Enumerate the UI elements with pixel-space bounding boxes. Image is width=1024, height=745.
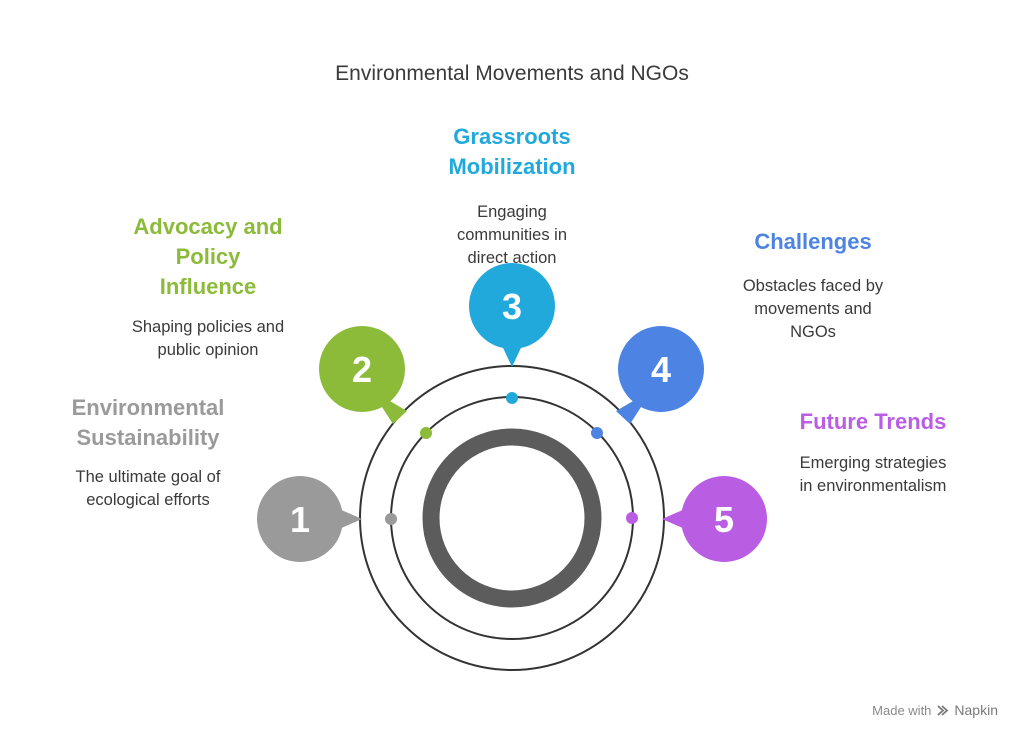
- center-ring: [422, 428, 602, 608]
- step-4-dot: [591, 427, 603, 439]
- watermark-brand: Napkin: [954, 702, 998, 718]
- step-1-heading: Environmental Sustainability: [71, 395, 225, 450]
- step-3-dot: [506, 392, 518, 404]
- step-1-dot: [385, 513, 397, 525]
- step-2-heading: Advocacy and Policy Influence: [133, 214, 283, 299]
- step-1-number: 1: [290, 499, 310, 540]
- step-2-number: 2: [352, 349, 372, 390]
- step-5-heading: Future Trends: [799, 409, 947, 434]
- made-with-napkin-watermark: Made with Napkin: [872, 702, 998, 718]
- step-4-description: Obstacles faced by movements and NGOs: [742, 277, 884, 341]
- step-5-description: Emerging strategies in environmentalism: [799, 454, 947, 495]
- step-5-dot: [626, 512, 638, 524]
- step-5-number: 5: [714, 499, 734, 540]
- step-4-heading: Challenges: [754, 229, 872, 254]
- step-1-description: The ultimate goal of ecological efforts: [75, 468, 221, 509]
- step-4-number: 4: [651, 349, 671, 390]
- diagram-title: Environmental Movements and NGOs: [335, 62, 689, 85]
- step-2-description: Shaping policies and public opinion: [131, 318, 285, 359]
- watermark-prefix: Made with: [872, 702, 932, 718]
- napkin-logo-icon: [937, 704, 949, 716]
- step-3-description: Engaging communities in direct action: [456, 203, 568, 267]
- step-3-bubble: 3: [469, 263, 555, 367]
- step-3-number: 3: [502, 286, 522, 327]
- step-5-bubble: 5: [662, 476, 767, 562]
- step-1-bubble: 1: [257, 476, 362, 562]
- step-2-bubble: 2: [319, 326, 407, 424]
- step-2-dot: [420, 427, 432, 439]
- step-3-heading: Grassroots Mobilization: [448, 124, 576, 179]
- step-4-bubble: 4: [616, 326, 704, 424]
